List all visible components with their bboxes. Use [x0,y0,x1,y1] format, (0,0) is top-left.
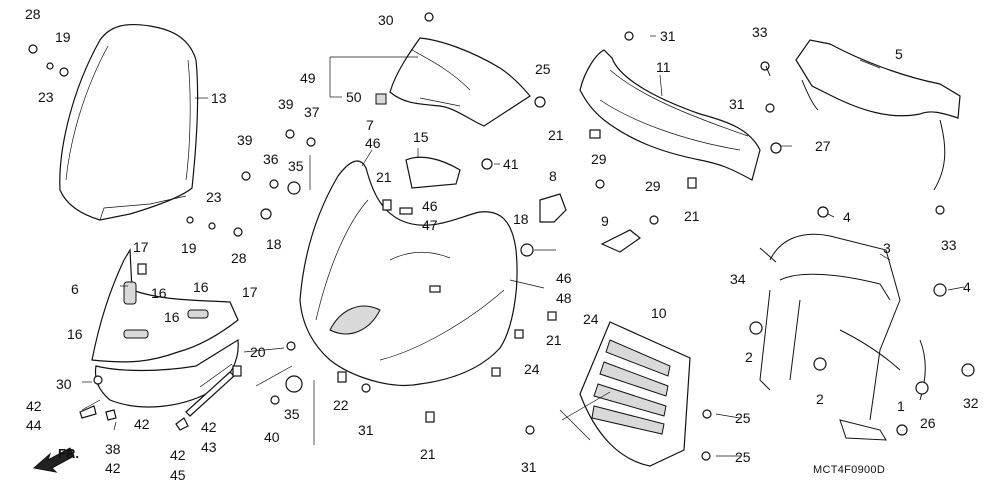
callout-25: 25 [535,61,551,77]
callout-29: 29 [591,151,607,167]
callout-5: 5 [895,46,903,62]
callout-32: 32 [963,395,979,411]
upper-cowl [299,160,518,386]
callout-42: 42 [105,460,121,476]
callout-44: 44 [26,417,42,433]
callout-47: 47 [422,217,438,233]
callout-17: 17 [242,284,258,300]
callout-28: 28 [25,6,41,22]
callout-16: 16 [193,279,209,295]
callout-30: 30 [56,376,72,392]
callout-42: 42 [201,419,217,435]
callout-24: 24 [583,311,599,327]
callout-10: 10 [651,305,667,321]
front-direction-arrow-icon [32,447,75,473]
callout-21: 21 [420,446,436,462]
callout-21: 21 [376,169,392,185]
callout-17: 17 [133,239,149,255]
callout-19: 19 [181,240,197,256]
callout-7: 7 [366,117,374,133]
callout-31: 31 [660,28,676,44]
callout-4: 4 [843,209,851,225]
callout-40: 40 [264,429,280,445]
callout-31: 31 [521,459,537,475]
front-direction-label: FR. [58,446,79,461]
callout-26: 26 [920,415,936,431]
callout-25: 25 [735,410,751,426]
fasteners [28,12,975,461]
callout-9: 9 [601,213,609,229]
diagram-code: MCT4F0900D [813,464,886,476]
callout-23: 23 [206,189,222,205]
callout-39: 39 [278,96,294,112]
side-panel [91,247,239,408]
callout-46: 46 [365,135,381,151]
callout-42: 42 [134,416,150,432]
callout-28: 28 [231,250,247,266]
callout-18: 18 [513,211,529,227]
callout-35: 35 [288,158,304,174]
callout-45: 45 [170,467,186,483]
callout-37: 37 [304,104,320,120]
callout-16: 16 [164,309,180,325]
callout-42: 42 [170,447,186,463]
callout-35: 35 [284,406,300,422]
lower-grille [579,321,691,467]
callout-31: 31 [358,422,374,438]
callout-8: 8 [549,168,557,184]
callout-1: 1 [897,398,905,414]
callout-21: 21 [684,208,700,224]
callout-42: 42 [26,398,42,414]
callout-41: 41 [503,156,519,172]
callout-18: 18 [266,236,282,252]
callout-33: 33 [941,237,957,253]
callout-25: 25 [735,449,751,465]
upper-bracket [795,39,961,191]
callout-16: 16 [151,285,167,301]
callout-24: 24 [524,361,540,377]
trim-strips [79,371,235,431]
callout-6: 6 [71,281,79,297]
callout-21: 21 [546,332,562,348]
callout-3: 3 [883,240,891,256]
small-brackets [405,156,642,253]
callout-23: 23 [38,89,54,105]
callout-43: 43 [201,439,217,455]
callout-46: 46 [422,198,438,214]
callout-19: 19 [55,29,71,45]
callout-29: 29 [645,178,661,194]
callout-2: 2 [745,349,753,365]
windscreen-part [59,23,199,221]
callout-30: 30 [378,12,394,28]
callout-31: 31 [729,96,745,112]
callout-48: 48 [556,290,572,306]
callout-11: 11 [656,59,671,75]
callout-20: 20 [250,344,266,360]
callout-2: 2 [816,391,824,407]
callout-13: 13 [211,90,227,106]
leader-lines [81,35,965,457]
callout-38: 38 [105,441,121,457]
callout-49: 49 [300,70,316,86]
callout-39: 39 [237,132,253,148]
callout-33: 33 [752,24,768,40]
callout-50: 50 [346,89,362,105]
callout-22: 22 [333,397,349,413]
callout-21: 21 [548,127,564,143]
meter-panel-frame [579,49,761,181]
inner-panel-upper [375,37,531,127]
callout-27: 27 [815,138,831,154]
cowl-stay-frame [759,233,926,441]
callout-46: 46 [556,270,572,286]
callout-16: 16 [67,326,83,342]
callout-36: 36 [263,151,279,167]
callout-34: 34 [730,271,746,287]
callout-4: 4 [963,279,971,295]
callout-15: 15 [413,129,429,145]
